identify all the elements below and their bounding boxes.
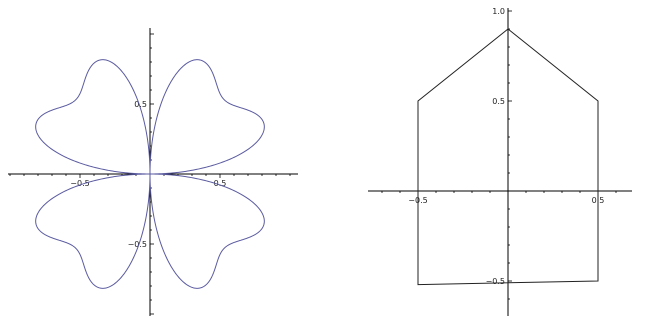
y-tick-label: 0.5 [134, 100, 147, 109]
clover-chart: −0.5 0.5 0.5 −0.5 [8, 28, 298, 316]
y-tick-label: 0.5 [492, 97, 505, 106]
y-tick-label: −0.5 [128, 240, 147, 249]
polygon-outline [417, 28, 599, 286]
x-tick-label: −0.5 [70, 179, 89, 188]
x-tick-label: 0.5 [214, 179, 227, 188]
y-tick-label: −0.5 [486, 277, 505, 286]
clover-curve [35, 59, 265, 289]
y-tick-label: 1.0 [492, 7, 505, 16]
